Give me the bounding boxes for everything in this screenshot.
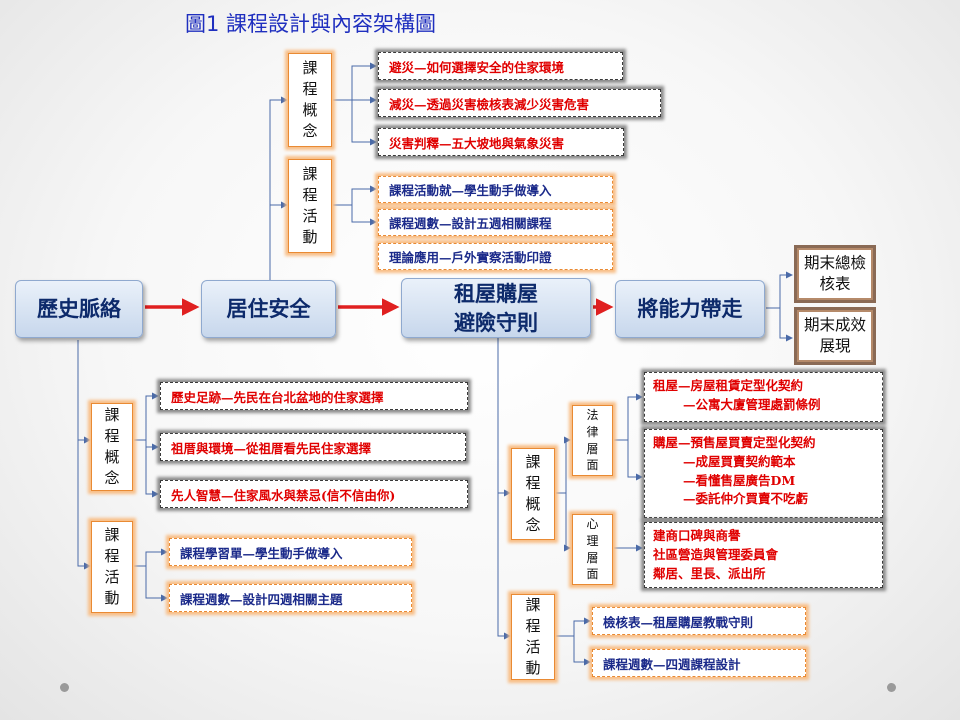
- rent-buy-activity-item: 課程週數—四週課程設計: [592, 649, 806, 677]
- residential-activity-item-text: 課程活動就—學生動手做導入: [389, 183, 552, 198]
- final-checklist-label: 期末總檢核表: [803, 254, 866, 293]
- residential-concept-item-text: 災害判釋—五大坡地與氣象災害: [389, 135, 565, 151]
- take-away-label: 將能力帶走: [637, 296, 743, 322]
- residential-concept-item: 避災—如何選擇安全的住家環境: [378, 52, 623, 80]
- history-concept-item: 祖厝與環境—從祖厝看先民住家選擇: [160, 433, 466, 461]
- psychological-aspect-label: 心理層面: [586, 516, 599, 582]
- residential-concept-item: 災害判釋—五大坡地與氣象災害: [378, 128, 624, 156]
- slide-corner-dot-right: [887, 683, 896, 692]
- history-concept-box: 課程概念: [91, 403, 133, 491]
- rent-buy-activity-item-text: 課程週數—四週課程設計: [603, 656, 741, 672]
- legal-rent-line: —公寓大廈管理處罰條例: [683, 396, 821, 412]
- final-checklist-box: 期末總檢核表: [797, 248, 873, 300]
- legal-buy-line: —委託仲介買賣不吃虧: [683, 491, 809, 507]
- history-concept-item-text: 先人智慧—住家風水與禁忌(信不信由你): [171, 487, 396, 503]
- residential-concept-label: 課程概念: [302, 59, 318, 140]
- residential-safety-label: 居住安全: [226, 296, 311, 322]
- history-activity-item: 課程學習單—學生動手做導入: [169, 538, 412, 566]
- rent-buy-label-line2: 避險守則: [454, 310, 538, 335]
- residential-activity-box: 課程活動: [288, 159, 332, 253]
- legal-buy-line: —成屋買賣契約範本: [683, 453, 796, 469]
- residential-concept-item-text: 減災—透過災害檢核表減少災害危害: [389, 96, 590, 112]
- residential-concept-box: 課程概念: [288, 53, 332, 147]
- final-showcase-box: 期末成效展現: [797, 310, 873, 362]
- rent-buy-activity-item: 檢核表—租屋購屋教戰守則: [592, 607, 806, 635]
- legal-buy-line: —看懂售屋廣告DM: [683, 472, 796, 488]
- history-label: 歷史脈絡: [37, 296, 121, 322]
- history-concept-item: 歷史足跡—先民在台北盆地的住家選擇: [160, 382, 468, 410]
- psychological-line: 建商口碑與商譽: [653, 528, 741, 543]
- history-activity-label: 課程活動: [104, 526, 120, 607]
- residential-concept-item-text: 避災—如何選擇安全的住家環境: [389, 59, 565, 75]
- history-concept-item-text: 歷史足跡—先民在台北盆地的住家選擇: [171, 389, 384, 405]
- history-box: 歷史脈絡: [15, 280, 143, 338]
- legal-buy-box: 購屋—預售屋買賣定型化契約 —成屋買賣契約範本 —看懂售屋廣告DM —委託仲介買…: [644, 429, 883, 518]
- history-concept-item: 先人智慧—住家風水與禁忌(信不信由你): [160, 480, 468, 508]
- legal-aspect-box: 法律層面: [572, 405, 613, 476]
- residential-concept-item: 減災—透過災害檢核表減少災害危害: [378, 89, 661, 117]
- legal-buy-line: 購屋—預售屋買賣定型化契約: [653, 435, 816, 450]
- diagram-title: 圖1 課程設計與內容架構圖: [185, 12, 437, 36]
- history-concept-label: 課程概念: [104, 406, 120, 487]
- history-concept-item-text: 祖厝與環境—從祖厝看先民住家選擇: [171, 440, 372, 456]
- take-away-box: 將能力帶走: [615, 280, 765, 338]
- psychological-box: 建商口碑與商譽 社區營造與管理委員會 鄰居、里長、派出所: [644, 522, 883, 588]
- residential-activity-item-text: 課程週數—設計五週相關課程: [389, 216, 552, 231]
- history-activity-item-text: 課程學習單—學生動手做導入: [180, 545, 343, 561]
- legal-aspect-label: 法律層面: [586, 407, 599, 473]
- legal-rent-box: 租屋—房屋租賃定型化契約 —公寓大廈管理處罰條例: [644, 372, 883, 422]
- legal-rent-line: 租屋—房屋租賃定型化契約: [653, 378, 804, 393]
- rent-buy-activity-label: 課程活動: [525, 596, 541, 677]
- residential-activity-item: 理論應用—戶外實察活動印證: [378, 243, 613, 270]
- residential-activity-item: 課程週數—設計五週相關課程: [378, 209, 613, 236]
- psychological-line: 社區營造與管理委員會: [653, 546, 779, 562]
- history-activity-box: 課程活動: [91, 521, 133, 613]
- rent-buy-label-line1: 租屋購屋: [454, 280, 538, 306]
- residential-activity-label: 課程活動: [302, 165, 318, 246]
- psychological-aspect-box: 心理層面: [572, 514, 613, 585]
- rent-buy-concept-box: 課程概念: [511, 448, 555, 540]
- residential-activity-item: 課程活動就—學生動手做導入: [378, 176, 613, 203]
- history-activity-item: 課程週數—設計四週相關主題: [169, 584, 412, 612]
- residential-activity-item-text: 理論應用—戶外實察活動印證: [389, 250, 552, 265]
- rent-buy-concept-label: 課程概念: [525, 453, 541, 534]
- final-showcase-label: 期末成效展現: [803, 316, 866, 355]
- rent-buy-activity-item-text: 檢核表—租屋購屋教戰守則: [603, 614, 754, 630]
- rent-buy-activity-box: 課程活動: [511, 594, 555, 680]
- slide-corner-dot-left: [60, 683, 69, 692]
- residential-safety-box: 居住安全: [201, 280, 336, 338]
- history-activity-item-text: 課程週數—設計四週相關主題: [180, 591, 343, 607]
- rent-buy-box: 租屋購屋 避險守則: [401, 278, 591, 338]
- psychological-line: 鄰居、里長、派出所: [653, 565, 766, 581]
